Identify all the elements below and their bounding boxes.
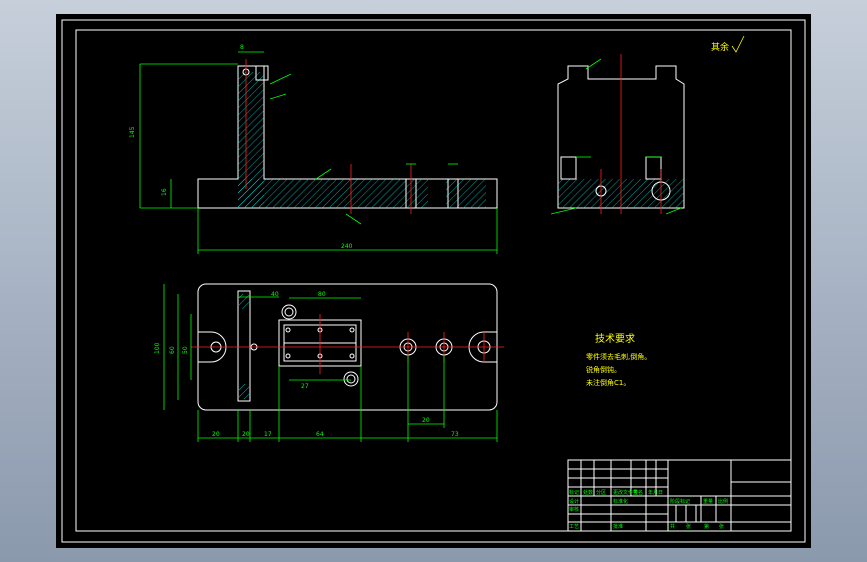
- surface-finish-note: 其余: [711, 41, 729, 53]
- tb-label-18: 张: [719, 523, 724, 530]
- title-block: 标记 处数 分区 更改文件号 签名 年月日 设计 标准化 阶段标记 重量 比例 …: [567, 459, 792, 532]
- drawing-sheet[interactable]: 145 16 240 8: [56, 14, 811, 548]
- drawing-canvas: 145 16 240 8: [61, 19, 806, 543]
- side-view: [550, 54, 685, 215]
- top-height-dim: 100: [154, 342, 161, 354]
- tech-req-title: 技术要求: [595, 332, 635, 345]
- dim-5: 20: [422, 417, 430, 424]
- outer-border: [61, 19, 806, 543]
- tb-label-9: 阶段标记: [670, 498, 690, 505]
- dim-8: 80: [318, 291, 326, 298]
- tb-label-4: 更改文件号: [613, 489, 638, 496]
- technical-requirements: 技术要求 零件须去毛刺,倒角。 锐角倒钝。 未注倒角C1。: [586, 332, 651, 387]
- front-base-dim: 16: [161, 188, 168, 196]
- dim-4: 64: [316, 431, 324, 438]
- tb-label-8: 标准化: [613, 498, 628, 505]
- front-height-dim: 145: [129, 126, 136, 138]
- tb-label-16: 张: [686, 523, 691, 530]
- inner-border: [75, 29, 792, 532]
- tb-label-10: 重量: [703, 498, 713, 505]
- tb-label-1: 标记: [569, 489, 579, 496]
- tb-label-17: 第: [704, 523, 709, 530]
- tb-label-14: 批准: [613, 523, 623, 530]
- top-inner-dim: 60: [169, 346, 176, 354]
- top-view: 100 60 50 20 20 17 64 73: [154, 283, 504, 442]
- dim-9: 40: [271, 291, 279, 298]
- tb-label-13: 工艺: [569, 524, 579, 530]
- dim-7: 27: [301, 383, 309, 390]
- dim-6: 73: [451, 431, 459, 438]
- dim-2: 20: [242, 431, 250, 438]
- tb-label-12: 审核: [569, 506, 579, 513]
- tech-req-line-3: 未注倒角C1。: [586, 378, 630, 387]
- front-top-dim: 8: [240, 44, 244, 51]
- dim-1: 20: [212, 431, 220, 438]
- tb-label-6: 年月日: [648, 489, 663, 496]
- dim-3: 17: [264, 431, 272, 438]
- front-width-dim: 240: [341, 243, 353, 250]
- tb-label-11: 比例: [718, 498, 728, 505]
- tb-label-15: 共: [670, 523, 675, 530]
- tb-label-2: 处数: [583, 489, 593, 496]
- tech-req-line-1: 零件须去毛刺,倒角。: [586, 352, 651, 361]
- tb-label-7: 设计: [569, 498, 579, 505]
- tech-req-line-2: 锐角倒钝。: [586, 365, 621, 374]
- top-slot-dim: 50: [182, 346, 189, 354]
- tb-label-3: 分区: [596, 489, 606, 496]
- front-view: 145 16 240 8: [129, 44, 498, 254]
- tb-label-5: 签名: [633, 489, 643, 496]
